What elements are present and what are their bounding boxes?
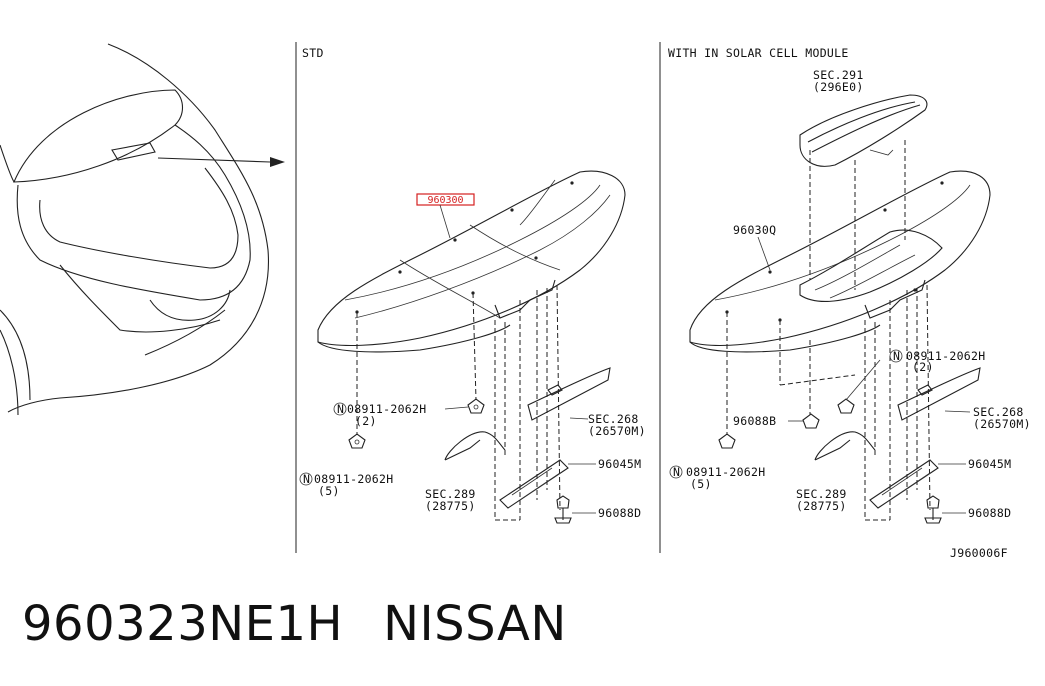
svg-text:(2): (2) — [912, 360, 934, 374]
std-sec289-label[interactable]: SEC.289 — [425, 487, 476, 501]
std-96088d-label[interactable]: 96088D — [598, 506, 641, 520]
std-96045m-label[interactable]: 96045M — [598, 457, 641, 471]
solar-spoiler — [689, 170, 991, 353]
solar-sec268-label[interactable]: SEC.268 — [973, 405, 1024, 419]
std-spoiler — [317, 170, 626, 353]
svg-text:(26570M): (26570M) — [588, 424, 646, 438]
solar-leaders — [726, 140, 931, 521]
solar-small-parts — [718, 359, 981, 524]
diagram-code: J960006F — [950, 546, 1008, 560]
solar-header: WITH IN SOLAR CELL MODULE — [668, 46, 849, 60]
diagram-canvas: STD WITH IN SOLAR CELL MODULE 960300 — [0, 42, 1031, 560]
solar-nut-bottom-label[interactable]: 08911-2062H — [686, 465, 765, 479]
svg-text:N: N — [303, 472, 310, 486]
std-sec268-label[interactable]: SEC.268 — [588, 412, 639, 426]
std-small-parts — [348, 367, 611, 524]
solar-sec289-label[interactable]: SEC.289 — [796, 487, 847, 501]
svg-text:(5): (5) — [690, 477, 712, 491]
solar-96030q-label[interactable]: 96030Q — [733, 223, 776, 237]
svg-text:(28775): (28775) — [425, 499, 476, 513]
brand-name: NISSAN — [383, 596, 567, 652]
solar-sec291-label[interactable]: SEC.291 — [813, 68, 864, 82]
std-nut-top-label[interactable]: 08911-2062H — [347, 402, 426, 416]
svg-text:(28775): (28775) — [796, 499, 847, 513]
std-nut-bottom-label[interactable]: 08911-2062H — [314, 472, 393, 486]
std-header: STD — [302, 46, 324, 60]
svg-text:N: N — [337, 402, 344, 416]
svg-text:(296E0): (296E0) — [813, 80, 864, 94]
svg-text:N: N — [893, 349, 900, 363]
solar-module — [799, 94, 928, 167]
footer-caption: 960323NE1H NISSAN — [22, 596, 567, 652]
std-leaders — [356, 284, 561, 521]
solar-nut-top-label[interactable]: 08911-2062H — [906, 349, 985, 363]
std-labels: N 08911-2062H (2) N 08911-2062H (5) SEC.… — [299, 402, 646, 520]
highlighted-part-box[interactable] — [416, 193, 475, 206]
svg-text:(5): (5) — [318, 484, 340, 498]
svg-text:(26570M): (26570M) — [973, 417, 1031, 431]
solar-96045m-label[interactable]: 96045M — [968, 457, 1011, 471]
svg-text:N: N — [673, 465, 680, 479]
part-number: 960323NE1H — [22, 596, 344, 652]
solar-labels: SEC.291 (296E0) 96030Q N 08911-2062H (2)… — [669, 68, 1031, 520]
car-rear-illustration — [0, 43, 285, 416]
solar-96088d-label[interactable]: 96088D — [968, 506, 1011, 520]
highlighted-part-number[interactable]: 960300 — [427, 195, 463, 206]
solar-96088b-label[interactable]: 96088B — [733, 414, 776, 428]
svg-text:(2): (2) — [355, 414, 377, 428]
